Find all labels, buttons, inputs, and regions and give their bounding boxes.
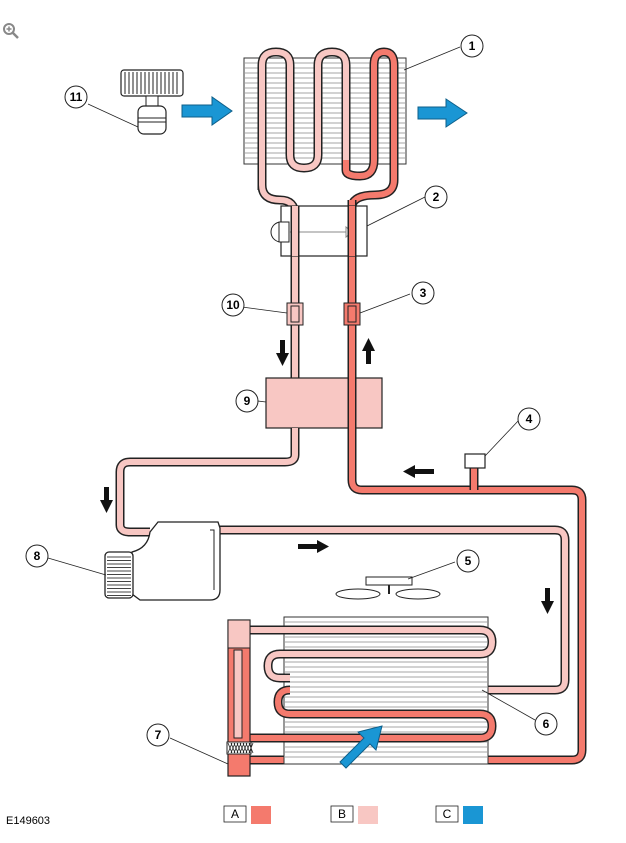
flow-arrow-up-high — [362, 338, 375, 364]
pressure-switch — [464, 453, 486, 490]
figure-id: E149603 — [6, 815, 51, 827]
callout-11: 11 — [64, 85, 88, 109]
high-pressure-service-port — [343, 302, 361, 326]
legend-swatch-b — [358, 806, 378, 824]
flow-arrow-left-high — [403, 465, 434, 478]
legend: A B C — [223, 805, 483, 824]
airflow-arrow-in — [181, 96, 233, 126]
callout-2: 2 — [424, 185, 448, 209]
svg-text:11: 11 — [70, 90, 83, 104]
svg-text:3: 3 — [420, 286, 427, 300]
evaporator — [250, 616, 497, 765]
svg-text:6: 6 — [543, 717, 550, 731]
low-pressure-pipe-lower — [115, 428, 300, 537]
callout-1: 1 — [460, 34, 484, 58]
svg-text:9: 9 — [244, 394, 251, 408]
svg-text:A: A — [231, 807, 239, 821]
flow-arrow-down-evaporator — [541, 588, 554, 614]
svg-text:C: C — [443, 807, 452, 821]
legend-item-a: A — [223, 805, 271, 824]
blower-fan — [335, 576, 441, 600]
svg-text:8: 8 — [34, 549, 41, 563]
blower-motor-unit — [120, 69, 184, 135]
flow-arrow-down-low — [276, 340, 289, 366]
callout-5: 5 — [456, 549, 480, 573]
flow-arrow-right-low — [298, 540, 329, 553]
svg-text:10: 10 — [226, 298, 240, 312]
svg-text:1: 1 — [469, 39, 476, 53]
legend-item-c: C — [435, 805, 483, 824]
accumulator — [265, 377, 383, 429]
callout-8: 8 — [25, 544, 49, 568]
low-pressure-service-port — [286, 302, 304, 326]
callout-4: 4 — [517, 407, 541, 431]
airflow-arrow-evaporator — [339, 725, 383, 769]
svg-text:7: 7 — [155, 728, 162, 742]
zoom-icon[interactable] — [2, 22, 20, 40]
callout-10: 10 — [221, 293, 245, 317]
flow-arrow-down-compressor — [100, 487, 113, 513]
svg-text:2: 2 — [433, 190, 440, 204]
condenser — [243, 47, 407, 207]
svg-text:B: B — [338, 807, 346, 821]
callout-9: 9 — [235, 389, 259, 413]
svg-text:5: 5 — [465, 554, 472, 568]
legend-swatch-c — [463, 806, 483, 824]
callout-3: 3 — [411, 281, 435, 305]
callout-6: 6 — [534, 712, 558, 736]
callouts: 1 2 3 4 5 6 7 8 — [25, 34, 558, 765]
legend-item-b: B — [330, 805, 378, 824]
svg-text:4: 4 — [526, 412, 533, 426]
legend-swatch-a — [251, 806, 271, 824]
receiver-drier — [226, 619, 254, 777]
compressor — [104, 521, 221, 601]
low-pressure-pipe-evaporator-feed — [215, 525, 570, 695]
airflow-arrow-out — [417, 98, 468, 128]
flow-arrows — [100, 338, 554, 614]
high-pressure-pipe-main — [250, 200, 587, 765]
callout-7: 7 — [146, 723, 170, 747]
